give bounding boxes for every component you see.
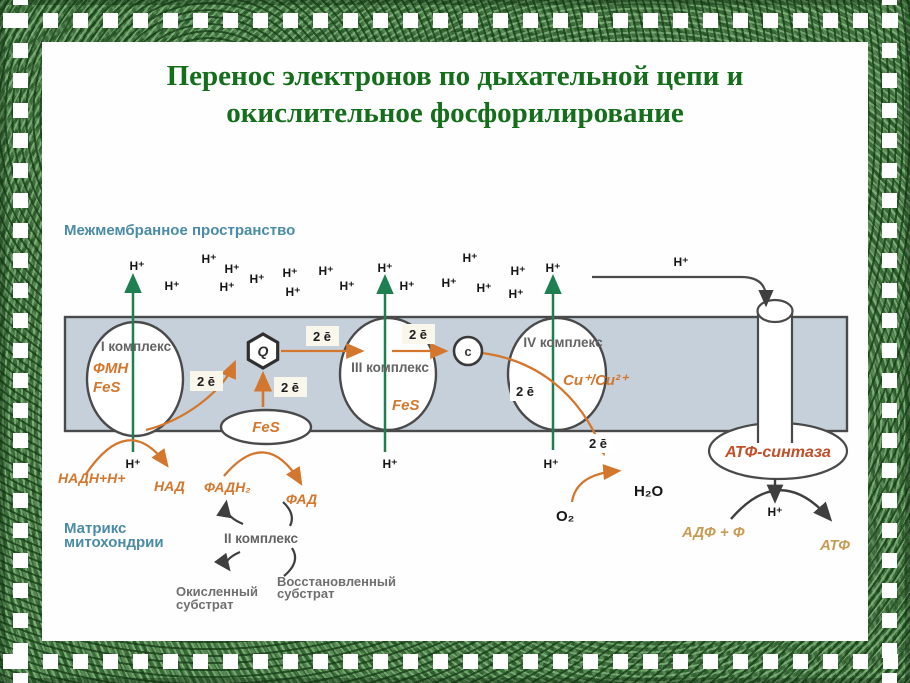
h-plus-label: H⁺ [340,279,355,293]
electron-arrow-cytc-to-h2o [481,351,606,457]
matrix-label-line2: митохондрии [64,534,164,551]
h-plus-label: H⁺ [319,264,334,278]
h-plus-label: H⁺ [202,252,217,266]
ubiquinone-label: Q [258,343,269,359]
atp-label: АТФ [819,537,850,554]
intermembrane-protons: H⁺ H⁺ H⁺ H⁺ H⁺ H⁺ H⁺ H⁺ H⁺ H⁺ H⁺ H⁺ H⁺ H… [130,251,561,301]
complex3-fes-label: FeS [392,397,420,414]
cytochrome-c-label: c [464,344,471,359]
h-plus-label: H⁺ [126,457,141,471]
title-line-1: Перенос электронов по дыхательной цепи и [166,60,744,92]
h-plus-label: H⁺ [463,251,478,265]
frame-sprockets-left [13,0,28,683]
intermembrane-space-label: Межмембранное пространство [64,222,295,239]
cycle-arc-from-reduced [283,547,297,577]
complex2-cycle: II комплекс Окисленный субстрат Восстано… [176,499,396,612]
frame-sprockets-top [0,13,910,28]
atp-synthesis: H⁺ АДФ + Ф АТФ [681,479,850,554]
complex1-fmn-label: ФМН [93,360,129,377]
two-e-box [402,324,435,344]
adp-to-atp-arrow [730,489,833,522]
h-plus-label: H⁺ [509,287,524,301]
two-electron-labels: 2 ē 2 ē 2 ē 2 ē 2 ē 2 ē [190,324,614,453]
cycle-arrow-to-fadh2 [216,499,244,526]
complex1-ellipse [85,320,185,438]
fes-cluster-ellipse [219,408,313,446]
two-e-label: 2 ē [589,436,607,451]
fad-label: ФАД [286,491,317,507]
h-plus-label: H⁺ [400,279,415,293]
two-e-box [583,434,614,453]
matrix-label-line1: Матрикс [64,520,126,537]
two-e-label: 2 ē [313,329,331,344]
cycle-arc-from-fad [282,501,293,527]
two-e-box [510,382,541,401]
h-plus-label: H⁺ [165,279,180,293]
fes-cluster-label: FeS [252,419,280,436]
h-plus-label: H⁺ [378,261,393,275]
h-plus-label: H⁺ [768,505,783,519]
reduced-substrate-line1: Восстановленный [277,574,396,589]
h-plus-label: H⁺ [383,457,398,471]
complex1-fes-label: FeS [93,379,121,396]
frame-sprockets-bottom [0,654,910,669]
atp-synthase-channel-top [756,298,794,324]
o2-label: O₂ [556,508,574,525]
h-plus-label: H⁺ [225,262,240,276]
h-plus-label: H⁺ [283,266,298,280]
cycle-arrow-to-oxidized [213,550,241,572]
two-e-label: 2 ē [516,384,534,399]
oxidized-substrate-line2: субстрат [176,597,233,612]
complex4-ellipse [506,316,608,432]
h-plus-label: H⁺ [544,457,559,471]
complex4-label: IV комплекс [523,335,603,350]
slide-title: Перенос электронов по дыхательной цепи и… [42,42,868,132]
proton-feed-line-atp-synthase [592,275,774,308]
adp-p-label: АДФ + Ф [681,524,745,541]
two-e-label: 2 ē [409,327,427,342]
h-plus-label: H⁺ [674,255,689,269]
atp-synthase: АТФ-синтаза [707,298,849,481]
two-e-box [190,371,223,391]
two-e-label: 2 ē [281,380,299,395]
nad-label: НАД [154,478,185,494]
h-plus-label: H⁺ [546,261,561,275]
h-plus-label: H⁺ [511,264,526,278]
h-plus-label: H⁺ [286,285,301,299]
two-e-box [306,326,339,346]
h-plus-label: H⁺ [477,281,492,295]
h-plus-label: H⁺ [220,280,235,294]
electron-arrow-c1-to-q [145,359,236,432]
nadh-to-nad-arrow [85,439,169,475]
complex4-cu-label: Cu⁺/Cu²⁺ [563,372,630,389]
complex2-label: II комплекс [224,531,299,546]
cytochrome-c-circle [452,335,484,367]
complex3-label: III комплекс [351,360,429,375]
atp-synthase-label: АТФ-синтаза [724,444,831,461]
h-plus-label: H⁺ [250,272,265,286]
nadh-label: НАДН+Н+ [58,470,125,486]
ubiquinone-hexagon [246,332,280,370]
two-e-box [274,377,307,397]
title-line-2: окислительное фосфорилирование [226,97,684,129]
fadh2-label: ФАДН₂ [204,479,251,495]
h2o-label: H₂O [634,483,663,500]
two-e-label: 2 ē [197,374,215,389]
h-plus-label: H⁺ [442,276,457,290]
frame-sprockets-right [882,0,897,683]
complex1-label: I комплекс [101,339,172,354]
atp-synthase-channel [758,310,792,443]
o2-to-h2o-arrow [570,464,622,503]
atp-synthase-channel-walls [756,311,794,443]
reduced-substrate-line2: субстрат [277,586,334,601]
fadh2-to-fad-arrow [223,451,303,486]
oxidized-substrate-line1: Окисленный [176,584,258,599]
h-plus-label: H⁺ [130,259,145,273]
